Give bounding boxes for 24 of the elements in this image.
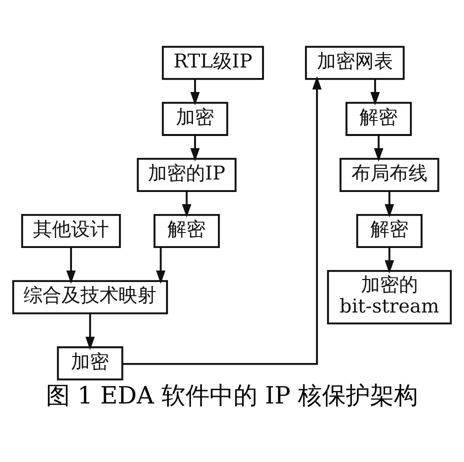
- arrow: [190, 79, 200, 106]
- node-box: 布局布线: [340, 158, 440, 192]
- arrow: [122, 76, 322, 365]
- node-box: 加密的 bit-stream: [327, 270, 452, 324]
- node-box: 加密网表: [304, 46, 405, 80]
- node-box: 解密: [154, 214, 220, 248]
- arrow: [374, 135, 384, 162]
- caption: 图 1 EDA 软件中的 IP 核保护架构: [46, 381, 418, 410]
- arrow: [384, 247, 394, 274]
- node-box: 综合及技术映射: [12, 280, 168, 314]
- arrow: [156, 247, 166, 284]
- arrow: [66, 247, 76, 284]
- node-box: 加密: [162, 102, 228, 136]
- node-box: 解密: [346, 102, 412, 136]
- node-box: 其他设计: [21, 214, 121, 248]
- node-box: 解密: [356, 214, 423, 248]
- arrow: [190, 135, 200, 162]
- arrow: [85, 314, 95, 350]
- arrow: [384, 191, 394, 218]
- node-box: 加密: [56, 346, 124, 380]
- arrow: [370, 79, 380, 106]
- arrow: [182, 191, 192, 218]
- node-box: 加密的IP: [136, 158, 237, 192]
- node-box: RTL级IP: [162, 46, 264, 80]
